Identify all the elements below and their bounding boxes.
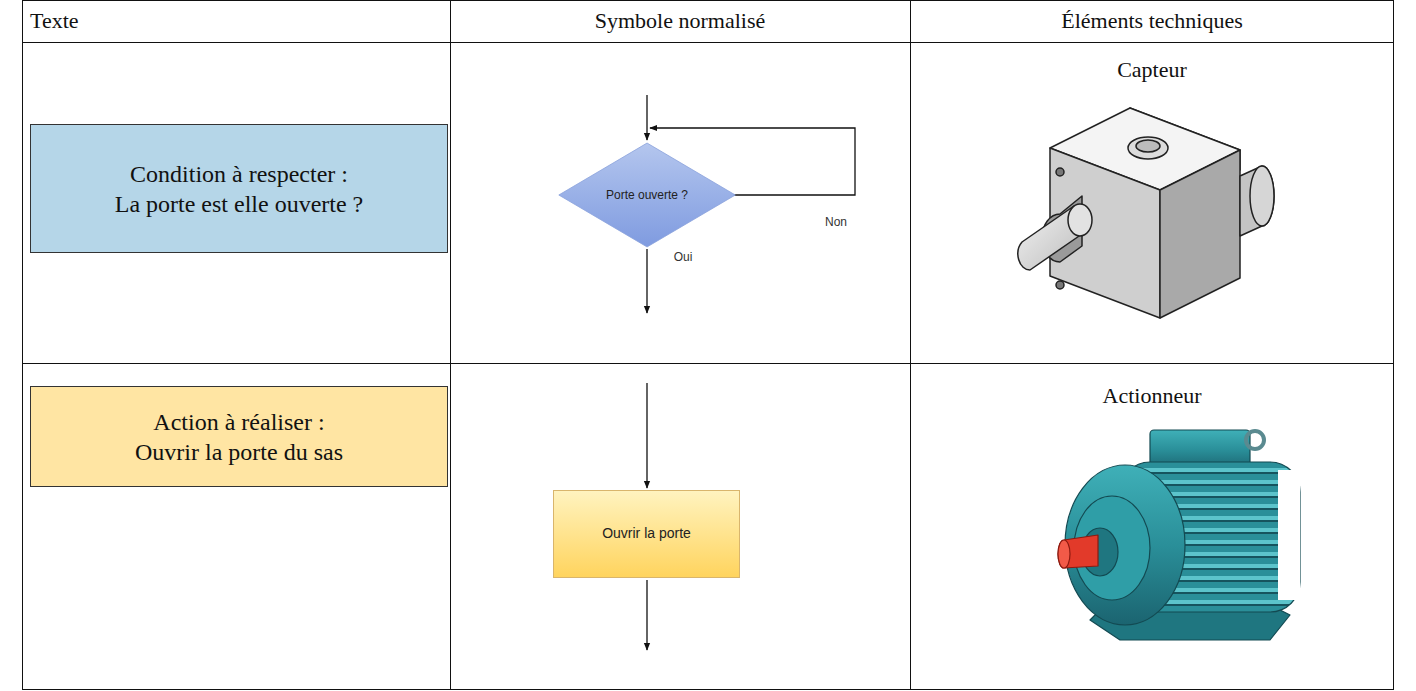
process-box: Ouvrir la porte	[553, 490, 740, 578]
branch-label: Oui	[672, 250, 695, 264]
node-text: Condition à respecter :	[130, 159, 348, 189]
action-box: Action à réaliser :Ouvrir la porte du sa…	[30, 386, 448, 487]
node-text: Action à réaliser :	[153, 407, 324, 437]
node-body-text: Ouvrir la porte du sas	[135, 437, 343, 467]
element-label: Actionneur	[1103, 383, 1202, 409]
node-text: Ouvrir la porte	[602, 525, 691, 543]
column-header: Éléments techniques	[1061, 8, 1242, 34]
column-header: Symbole normalisé	[595, 8, 765, 34]
decision-diamond: Porte ouverte ?	[557, 142, 737, 248]
node-text: Porte ouverte ?	[606, 188, 688, 203]
sensor-illustration	[1018, 108, 1274, 318]
motor-illustration	[1058, 430, 1300, 640]
node-body-text: La porte est elle ouverte ?	[115, 189, 364, 219]
element-label: Capteur	[1117, 57, 1187, 83]
branch-label: Non	[823, 215, 849, 229]
column-header: Texte	[30, 8, 79, 34]
condition-box: Condition à respecter :La porte est elle…	[30, 124, 448, 253]
table-grid	[22, 0, 1394, 690]
